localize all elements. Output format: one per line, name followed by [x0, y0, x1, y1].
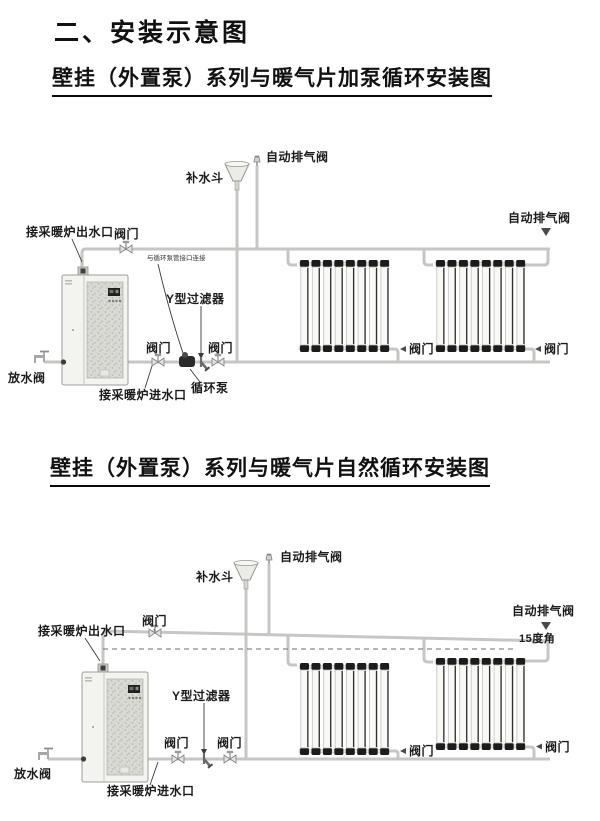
y-filter-icon	[202, 752, 214, 770]
yfilter-leader-arrow	[198, 353, 204, 359]
label-valve-after-filter: 阀门	[208, 341, 234, 355]
label-radiator1-valve: 阀门	[409, 342, 435, 356]
radiator-valve-arrow	[535, 346, 541, 352]
label-y-filter: Y型过滤器	[166, 292, 225, 306]
radiator-2a	[299, 663, 389, 755]
label-boiler-inlet: 接采暖炉进水口	[107, 784, 195, 798]
label-valve-top: 阀门	[142, 614, 168, 628]
vent-arrow-icon	[541, 228, 551, 236]
label-auto-vent-top: 自动排气阀	[266, 150, 329, 164]
label-drain-valve: 放水阀	[8, 371, 46, 385]
label-radiator1-valve: 阀门	[409, 744, 435, 758]
water-funnel-icon	[224, 160, 250, 191]
drain-tap-icon	[34, 350, 49, 363]
page-title: 二、安装示意图	[54, 19, 251, 47]
label-radiator2-valve: 阀门	[545, 740, 571, 754]
label-water-funnel: 补水斗	[196, 570, 234, 584]
label-auto-vent-right: 自动排气阀	[512, 604, 575, 618]
label-valve-right: 阀门	[217, 736, 243, 750]
radiator-valve-arrow	[400, 346, 406, 352]
vent-arrow-icon	[541, 622, 551, 630]
label-y-filter: Y型过滤器	[172, 689, 231, 703]
boiler-unit-2	[80, 663, 149, 783]
label-drain-valve: 放水阀	[14, 767, 52, 781]
radiator-valve-arrow	[536, 743, 542, 750]
radiator-valve-arrow	[400, 748, 406, 754]
label-pump-connection-note: 与循环泵管接口连接	[147, 255, 206, 262]
label-auto-vent-right: 自动排气阀	[508, 211, 571, 225]
label-water-funnel: 补水斗	[186, 171, 224, 185]
diagram2-subtitle: 壁挂（外置泵）系列与暖气片自然循环安装图	[50, 452, 490, 487]
circulation-pump-icon	[179, 352, 195, 367]
label-boiler-outlet: 接采暖炉出水口	[38, 624, 126, 638]
radiator-2b	[435, 658, 525, 750]
drain-tap-icon	[38, 747, 53, 760]
valve-icon	[211, 353, 225, 367]
label-auto-vent-top: 自动排气阀	[280, 550, 343, 564]
auto-vent-icon	[265, 553, 273, 565]
valve-icon	[171, 750, 185, 764]
label-boiler-inlet: 接采暖炉进水口	[99, 388, 187, 402]
label-boiler-outlet: 接采暖炉出水口	[26, 225, 114, 239]
auto-vent-icon	[253, 155, 261, 167]
label-slope-angle: 15度角	[519, 633, 556, 645]
label-valve-left: 阀门	[164, 736, 190, 750]
diagram2-pipes	[48, 564, 551, 761]
yfilter-leader-arrow	[201, 749, 207, 755]
valve-icon	[151, 353, 165, 367]
label-radiator2-valve: 阀门	[544, 342, 570, 356]
diagram1-pipes	[44, 166, 550, 364]
label-valve-top: 阀门	[114, 227, 140, 241]
label-valve-before-pump: 阀门	[146, 341, 172, 355]
valve-icon	[119, 240, 133, 254]
diagram1-subtitle: 壁挂（外置泵）系列与暖气片加泵循环安装图	[52, 62, 492, 97]
label-circulation-pump: 循环泵	[191, 381, 229, 395]
radiator-1a	[299, 260, 389, 352]
water-funnel-icon	[233, 559, 259, 590]
radiator-1b	[435, 260, 525, 352]
valve-icon	[223, 750, 237, 764]
y-filter-icon	[199, 355, 211, 373]
boiler-unit-1	[60, 266, 129, 386]
